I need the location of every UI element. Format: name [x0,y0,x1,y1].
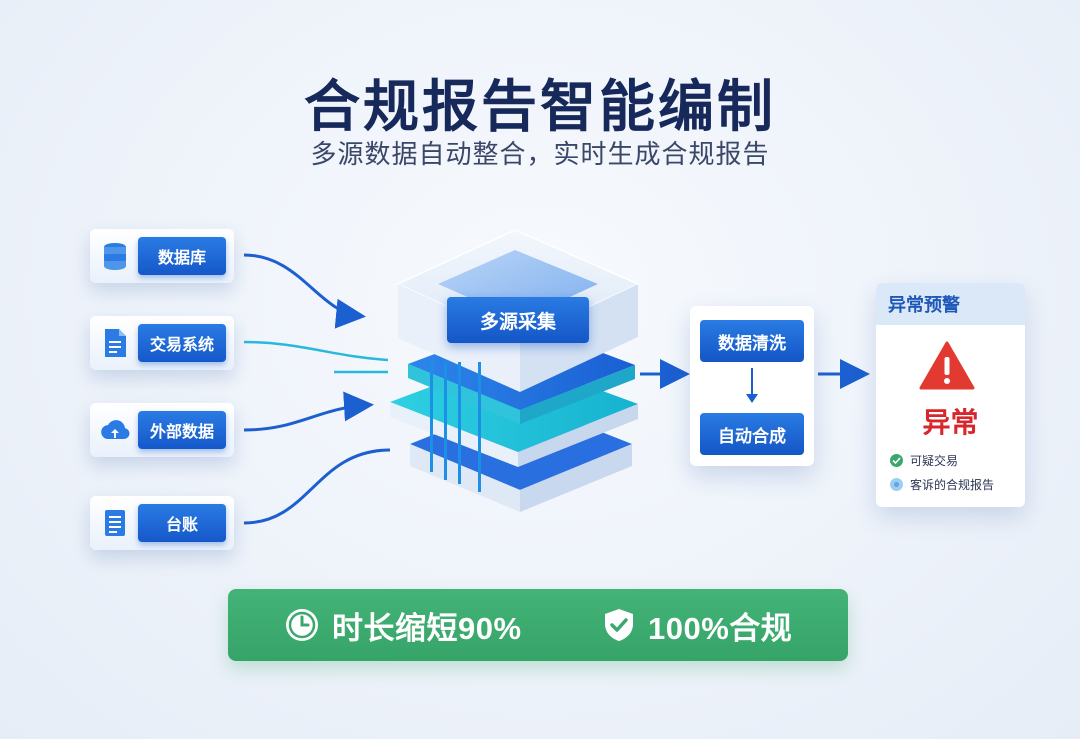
page-title: 合规报告智能编制 [304,75,776,138]
source-label-database: 数据库 [138,237,226,275]
shield-check-icon [605,609,633,641]
alert-item-label: 可疑交易 [910,453,959,468]
arrow-down-icon [746,368,758,403]
source-label-trading-system: 交易系统 [138,324,226,362]
ledger-icon [98,506,132,540]
alert-item-label: 客诉的合规报告 [910,477,995,492]
cloud-upload-icon [98,413,132,447]
source-label-external-data: 外部数据 [138,411,226,449]
source-card-trading-system[interactable]: 交易系统 [90,316,234,370]
page-subtitle: 多源数据自动整合，实时生成合规报告 [310,139,770,169]
source-label-ledger: 台账 [138,504,226,542]
source-card-ledger[interactable]: 台账 [90,496,234,550]
alert-status-text: 异常 [922,407,979,438]
banner-stat-duration: 时长缩短90% [284,589,522,661]
alert-item-complaint: 客诉的合规报告 [890,475,994,493]
alert-panel: 异常预警 异常 可疑交易 客诉的合规报告 [876,283,1025,507]
hub-label: 多源采集 [447,297,589,343]
data-hub-stack [390,229,640,512]
auto-synthesis-step[interactable]: 自动合成 [700,413,804,455]
source-card-external-data[interactable]: 外部数据 [90,403,234,457]
clock-icon [286,609,318,641]
data-cleaning-step[interactable]: 数据清洗 [700,320,804,362]
banner-stat-compliance: 100%合规 [602,589,792,661]
database-icon [98,239,132,273]
banner-stat-duration-text: 时长缩短90% [332,610,522,646]
process-panel: 数据清洗 自动合成 [690,306,814,466]
connector-external [243,391,374,432]
check-icon [890,453,903,467]
document-icon [98,326,132,360]
source-card-database[interactable]: 数据库 [90,229,234,283]
connector-trading [243,340,389,362]
result-banner: 时长缩短90% 100%合规 [228,589,848,661]
banner-stat-compliance-text: 100%合规 [648,610,793,646]
connector-ledger [243,448,391,525]
status-dot-icon [890,477,903,491]
alert-panel-title: 异常预警 [876,283,1025,325]
connector-database [243,253,366,329]
alert-item-suspicious: 可疑交易 [890,451,958,469]
warning-triangle-icon [919,341,975,390]
